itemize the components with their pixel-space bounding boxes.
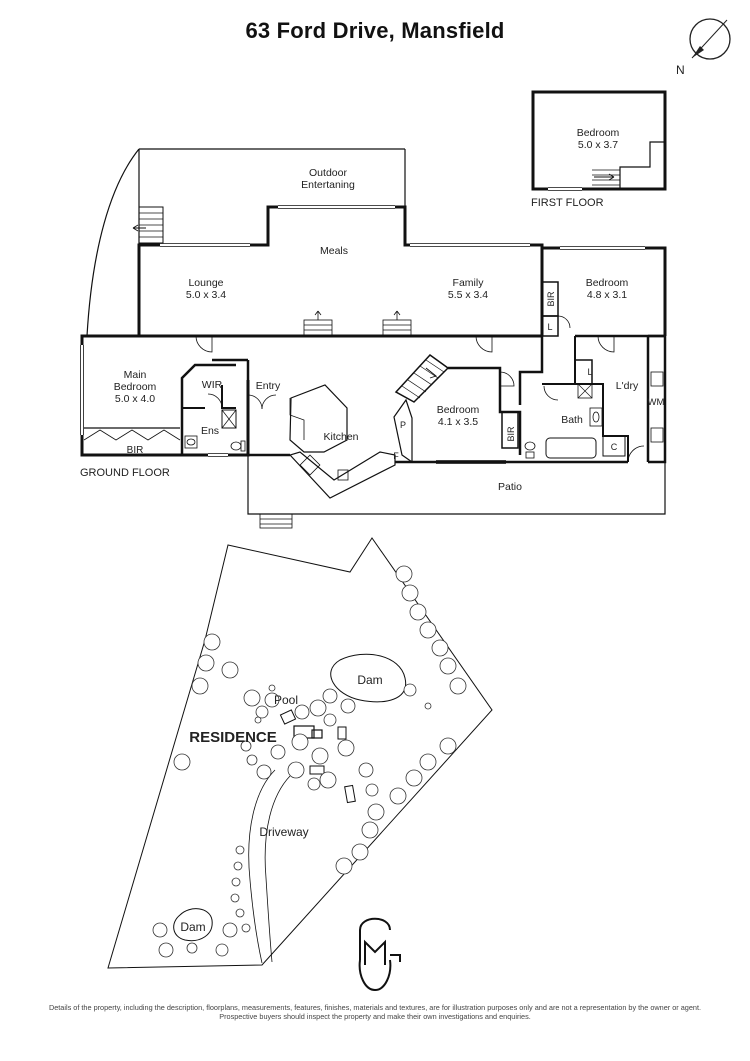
site-pool-label: Pool (274, 693, 298, 707)
first-floor-bedroom-name: Bedroom (577, 127, 620, 139)
wir-label: WIR (202, 379, 223, 391)
disclaimer: Details of the property, including the d… (0, 1003, 750, 1021)
compass-north-label: N (676, 63, 685, 77)
site-dam-south-label: Dam (180, 920, 205, 934)
meals-label: Meals (320, 245, 348, 257)
outdoor-label-line2: Entertaning (301, 179, 355, 191)
ens-label: Ens (201, 425, 219, 437)
bedroom-mid-size: 4.1 x 3.5 (438, 416, 478, 428)
disclaimer-line-1: Details of the property, including the d… (48, 1003, 702, 1012)
compass-icon (689, 18, 731, 60)
main-bedroom-size: 5.0 x 4.0 (115, 393, 155, 405)
bedroom-ne-bir-label: BIR (546, 291, 556, 307)
kitchen-label: Kitchen (323, 431, 358, 443)
cupboard-label: C (611, 442, 618, 452)
bedroom-ne-size: 4.8 x 3.1 (587, 289, 627, 301)
laundry-linen-label: L (587, 367, 592, 377)
entry-label: Entry (256, 380, 281, 392)
first-floor-bedroom-size: 5.0 x 3.7 (578, 139, 618, 151)
site-driveway-label: Driveway (259, 825, 308, 839)
lounge-name: Lounge (188, 277, 223, 289)
disclaimer-line-2: Prospective buyers should inspect the pr… (219, 1012, 531, 1021)
site-dam-north-label: Dam (357, 673, 382, 687)
first-floor-plan (531, 90, 667, 191)
page-title: 63 Ford Drive, Mansfield (245, 18, 505, 43)
lounge-size: 5.0 x 3.4 (186, 289, 226, 301)
ground-floor-plan (80, 148, 667, 529)
first-floor-label: FIRST FLOOR (531, 197, 604, 209)
patio-label: Patio (498, 481, 522, 493)
ground-floor-label: GROUND FLOOR (80, 467, 170, 479)
mg-logo (358, 917, 401, 992)
family-size: 5.5 x 3.4 (448, 289, 488, 301)
outdoor-label-line1: Outdoor (309, 167, 347, 179)
pantry-label: P (400, 420, 406, 430)
site-plan (107, 537, 493, 969)
main-bedroom-name-line2: Bedroom (114, 381, 157, 393)
site-trees (152, 565, 467, 958)
bedroom-ne-name: Bedroom (586, 277, 629, 289)
wm-label: WM (648, 397, 665, 408)
fridge-label: F (393, 451, 399, 461)
bedroom-ne-linen-label: L (547, 322, 552, 332)
bath-label: Bath (561, 414, 583, 426)
bedroom-mid-name: Bedroom (437, 404, 480, 416)
bedroom-mid-bir-label: BIR (506, 426, 516, 442)
laundry-label: L'dry (616, 380, 639, 392)
family-name: Family (453, 277, 485, 289)
main-bir-label: BIR (127, 445, 144, 456)
main-bedroom-name-line1: Main (124, 369, 147, 381)
site-residence-label: RESIDENCE (189, 729, 277, 746)
